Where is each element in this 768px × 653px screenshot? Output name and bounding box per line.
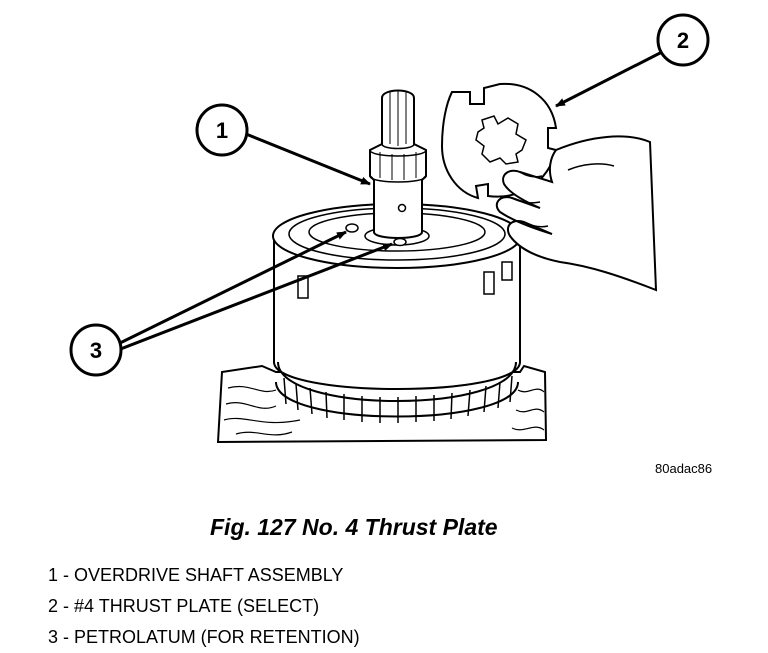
arrow-2	[555, 50, 663, 108]
hand	[495, 135, 658, 292]
callout-3-label: 3	[90, 338, 102, 363]
callout-1-label: 1	[216, 118, 228, 143]
legend-item-3: 3 - PETROLATUM (FOR RETENTION)	[48, 627, 360, 647]
figure-id-code: 80adac86	[655, 461, 713, 476]
arrow-3b	[117, 242, 393, 352]
figure-caption: Fig. 127 No. 4 Thrust Plate	[210, 514, 498, 540]
callout-1: 1	[195, 103, 249, 157]
thrust-plate	[440, 82, 558, 200]
illustration-canvas: 1 2 3	[69, 13, 710, 444]
arrow-3a	[117, 230, 347, 346]
arrow-1	[245, 132, 371, 186]
callout-2-label: 2	[677, 28, 689, 53]
callout-3: 3	[69, 323, 123, 377]
legend-item-2: 2 - #4 THRUST PLATE (SELECT)	[48, 596, 320, 616]
overdrive-shaft	[369, 89, 427, 239]
thrust-plate-illustration: 1 2 3	[69, 13, 710, 444]
legend-item-1: 1 - OVERDRIVE SHAFT ASSEMBLY	[48, 565, 344, 585]
callout-2: 2	[656, 13, 710, 67]
legend-list: 1 - OVERDRIVE SHAFT ASSEMBLY 2 - #4 THRU…	[48, 560, 360, 653]
callout-arrows	[117, 50, 663, 352]
